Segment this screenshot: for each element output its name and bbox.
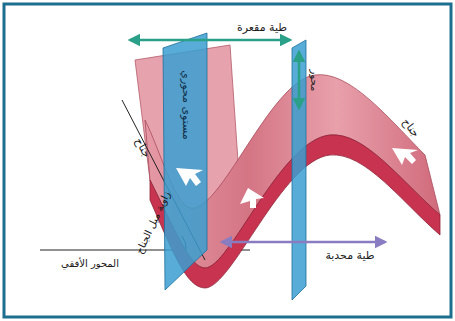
axis-arrow: [298, 52, 301, 108]
syncline-arrow: [130, 39, 290, 42]
frame: [4, 4, 451, 317]
fold-type-label: طية محدبة: [323, 250, 376, 262]
axial-plane: [292, 40, 306, 300]
slope-arrow: [176, 168, 203, 186]
axial-plane: [163, 33, 207, 290]
axis-label: المحور الأفقي: [59, 258, 121, 269]
fold-type-label: طية مقعرة: [235, 22, 289, 34]
axis-label: محور: [310, 67, 321, 93]
slope-arrow: [392, 148, 418, 165]
slope-arrow: [240, 188, 264, 208]
axial-plane-label: مستوى محوري: [180, 68, 192, 141]
anticline-arrow: [222, 241, 385, 244]
